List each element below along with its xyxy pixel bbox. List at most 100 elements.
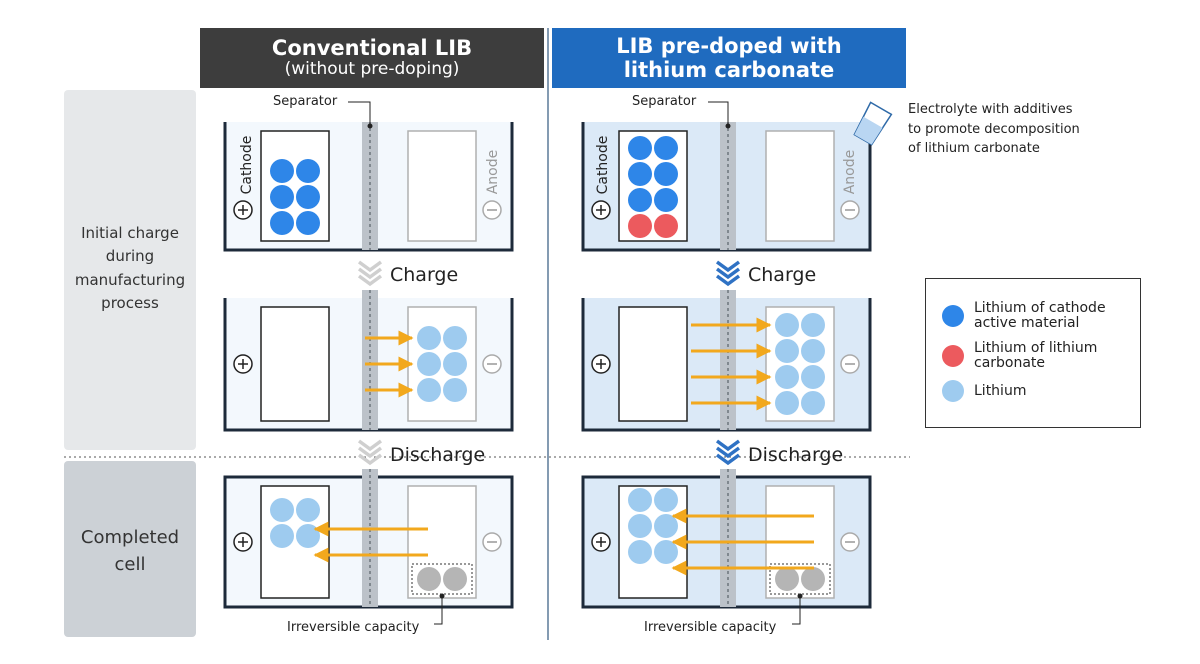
irreversible-particle bbox=[417, 567, 441, 591]
separator-leader-dot bbox=[367, 123, 373, 129]
charge-label-right: Charge bbox=[748, 264, 817, 286]
irreversible-label-left: Irreversible capacity bbox=[287, 620, 420, 635]
plus-icon-conventional-completed bbox=[238, 537, 248, 547]
plus-icon-predoped-completed bbox=[596, 537, 606, 547]
beaker-liquid bbox=[854, 116, 883, 145]
irreversible-box bbox=[769, 563, 831, 595]
anode-block-predoped-initial bbox=[765, 130, 835, 242]
discharge-chevron-icon bbox=[357, 439, 383, 452]
lithium-particle bbox=[443, 326, 467, 350]
irreversible-particle bbox=[443, 567, 467, 591]
separator-label-right: Separator bbox=[632, 94, 697, 109]
charge-chevron-icon bbox=[715, 274, 741, 287]
cathode-block-conventional-charged bbox=[260, 306, 330, 422]
separator-conventional-initial bbox=[362, 122, 378, 250]
cathode-li-particle bbox=[654, 188, 678, 212]
separator-conventional-charged bbox=[362, 290, 378, 430]
beaker-icon bbox=[853, 101, 893, 146]
separator-leader-dot bbox=[725, 123, 731, 129]
stage-box-completed bbox=[64, 461, 196, 637]
charge-chevron-icon bbox=[357, 260, 383, 273]
discharge-chevron-icon bbox=[715, 453, 741, 466]
discharge-label-right: Discharge bbox=[748, 444, 844, 466]
lithium-particle bbox=[443, 352, 467, 376]
lithium-particle bbox=[296, 498, 320, 522]
separator-label-left: Separator bbox=[273, 94, 338, 109]
legend-item-lithium: Lithium bbox=[942, 380, 1134, 402]
cathode-li-particle bbox=[654, 136, 678, 160]
stage-label-initial: Initial charge during manufacturing proc… bbox=[74, 224, 186, 312]
plus-icon-conventional-charged bbox=[238, 359, 248, 369]
lithium-particle bbox=[443, 378, 467, 402]
cathode-li-particle bbox=[270, 211, 294, 235]
anode-label-right: Anode bbox=[842, 149, 858, 195]
irreversible-leader bbox=[792, 596, 801, 625]
stage-label-completed: Completed cell bbox=[80, 527, 180, 575]
lithium-particle bbox=[628, 514, 652, 538]
anode-block-conventional-initial bbox=[407, 130, 477, 242]
irreversible-leader bbox=[434, 596, 443, 625]
legend-swatch-cathode-li bbox=[942, 304, 964, 327]
discharge-chevron-icon bbox=[715, 446, 741, 459]
lithium-particle bbox=[801, 339, 825, 363]
separator-leader-right bbox=[708, 101, 729, 126]
lithium-particle bbox=[654, 540, 678, 564]
lithium-particle bbox=[775, 365, 799, 389]
cathode-block-conventional-completed bbox=[260, 485, 330, 599]
irreversible-box bbox=[411, 563, 473, 595]
lithium-particle bbox=[628, 540, 652, 564]
lithium-particle bbox=[801, 313, 825, 337]
lithium-particle bbox=[775, 339, 799, 363]
irreversible-particle bbox=[801, 567, 825, 591]
lithium-particle bbox=[270, 498, 294, 522]
legend-swatch-lithium bbox=[942, 380, 964, 402]
plus-icon-predoped-charged bbox=[596, 359, 606, 369]
plus-icon-predoped-initial bbox=[596, 205, 606, 215]
separator-leader-left bbox=[348, 101, 371, 126]
charge-chevron-icon bbox=[357, 274, 383, 287]
charge-chevron-icon bbox=[357, 267, 383, 280]
lithium-particle bbox=[654, 514, 678, 538]
cathode-block-predoped-charged bbox=[618, 306, 688, 422]
discharge-label-left: Discharge bbox=[390, 444, 486, 466]
carbonate-li-particle bbox=[628, 214, 652, 238]
cathode-li-particle bbox=[654, 162, 678, 186]
discharge-chevron-icon bbox=[357, 446, 383, 459]
cathode-li-particle bbox=[628, 162, 652, 186]
lithium-particle bbox=[417, 326, 441, 350]
separator-predoped-initial bbox=[720, 122, 736, 250]
lithium-particle bbox=[801, 391, 825, 415]
lithium-particle bbox=[775, 391, 799, 415]
irreversible-particle bbox=[775, 567, 799, 591]
discharge-chevron-icon bbox=[715, 439, 741, 452]
lithium-particle bbox=[654, 488, 678, 512]
stage-box-initial bbox=[64, 90, 196, 450]
charge-label-left: Charge bbox=[390, 264, 459, 286]
cathode-li-particle bbox=[270, 159, 294, 183]
cathode-li-particle bbox=[296, 159, 320, 183]
lithium-particle bbox=[417, 378, 441, 402]
anode-label-left: Anode bbox=[485, 149, 501, 195]
lithium-particle bbox=[775, 313, 799, 337]
electrolyte-note: Electrolyte with additives to promote de… bbox=[908, 102, 1080, 156]
legend-item-carbonate-li: Lithium of lithium carbonate bbox=[942, 341, 1134, 370]
charge-chevron-icon bbox=[715, 267, 741, 280]
cathode-li-particle bbox=[628, 188, 652, 212]
cathode-li-particle bbox=[296, 185, 320, 209]
cathode-li-particle bbox=[628, 136, 652, 160]
header-conventional: Conventional LIB (without pre-doping) bbox=[200, 28, 544, 88]
cathode-li-particle bbox=[270, 185, 294, 209]
lithium-particle bbox=[628, 488, 652, 512]
lithium-particle bbox=[801, 365, 825, 389]
irreversible-label-right: Irreversible capacity bbox=[644, 620, 777, 635]
carbonate-li-particle bbox=[654, 214, 678, 238]
discharge-chevron-icon bbox=[357, 453, 383, 466]
lithium-particle bbox=[270, 524, 294, 548]
legend-item-cathode-li: Lithium of cathode active material bbox=[942, 301, 1134, 330]
plus-icon-conventional-initial bbox=[238, 205, 248, 215]
cathode-label-left: Cathode bbox=[239, 135, 255, 195]
cathode-label-right: Cathode bbox=[595, 135, 611, 195]
header-predoped: LIB pre-doped with lithium carbonate bbox=[552, 28, 906, 88]
